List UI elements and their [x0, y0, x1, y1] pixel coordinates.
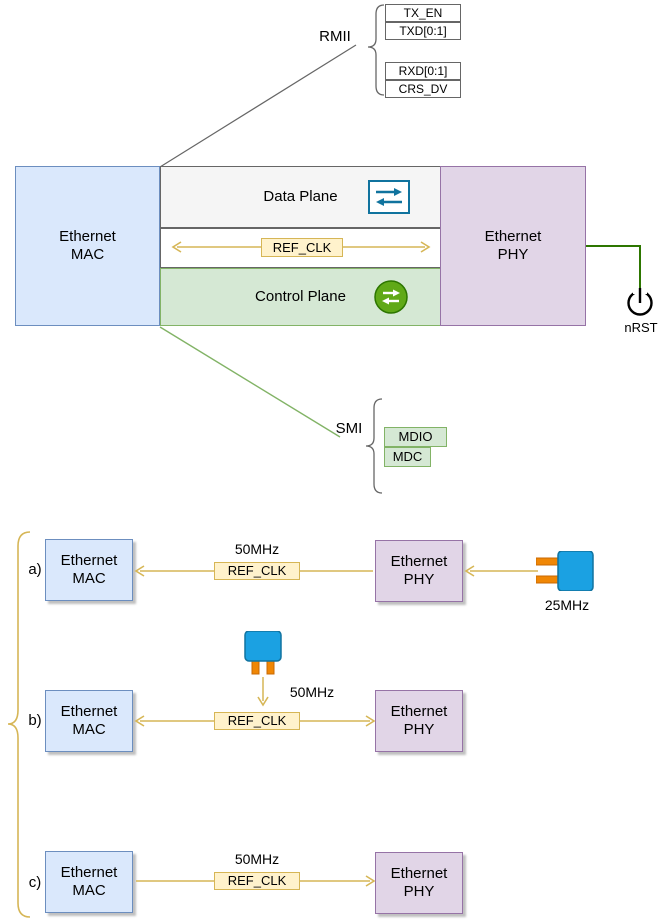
main-refclk-label: REF_CLK [261, 238, 343, 257]
scenario-c-freq-label: 50MHz [234, 851, 280, 868]
signal-box-txd: TXD[0:1] [385, 22, 461, 40]
rmii-label: RMII [319, 28, 351, 45]
power-reset-icon [627, 290, 653, 316]
smi-label: SMI [335, 420, 363, 437]
nrst-wire [586, 245, 641, 289]
scenario-c-refclk-label: REF_CLK [214, 872, 300, 890]
scenario-c-arrowhead-right [365, 875, 376, 887]
scenario-b-arrowhead-left [134, 715, 145, 727]
scenario-b-freq-label: 50MHz [289, 684, 335, 701]
scenario-b-crystal-arrowhead [257, 696, 269, 707]
crystal-oscillator-icon [536, 551, 594, 591]
scenario-a-phy-block: Ethernet PHY [375, 540, 463, 602]
ethernet-mac-block: Ethernet MAC [15, 166, 160, 326]
scenario-c-phy-block: Ethernet PHY [375, 852, 463, 914]
ethernet-mac-label: Ethernet MAC [59, 228, 116, 263]
signal-box-mdio: MDIO [384, 427, 447, 447]
scenario-a-mac-block: Ethernet MAC [45, 539, 133, 601]
scenario-b-key: b) [28, 712, 42, 729]
scenario-b-phy-block: Ethernet PHY [375, 690, 463, 752]
signal-box-crs-dv: CRS_DV [385, 80, 461, 98]
control-plane-label: Control Plane [255, 288, 346, 305]
rmii-connector-line [159, 44, 357, 168]
crystal-oscillator-icon [244, 631, 282, 675]
sync-swap-arrows-icon [374, 280, 408, 314]
scenario-a-crystal-freq-label: 25MHz [544, 597, 590, 614]
scenario-a-phy-label: Ethernet PHY [390, 553, 448, 588]
rmii-brace [367, 4, 385, 96]
ref-clk-lane [160, 228, 441, 268]
scenario-b-phy-label: Ethernet PHY [390, 703, 448, 738]
ethernet-phy-label: Ethernet PHY [484, 228, 542, 263]
scenario-b-mac-label: Ethernet MAC [60, 703, 118, 738]
data-plane-label: Data Plane [263, 188, 338, 205]
scenario-c-key: c) [28, 874, 42, 891]
scenario-b-arrowhead-right [365, 715, 376, 727]
scenario-c-phy-label: Ethernet PHY [390, 865, 448, 900]
ethernet-phy-block: Ethernet PHY [440, 166, 586, 326]
scenario-a-mac-label: Ethernet MAC [60, 552, 118, 587]
scenario-a-key: a) [28, 561, 42, 578]
scenario-a-arrowhead-left [134, 565, 145, 577]
signal-box-tx-en: TX_EN [385, 4, 461, 22]
scenario-a-freq-label: 50MHz [234, 541, 280, 558]
scenario-a-refclk-label: REF_CLK [214, 562, 300, 580]
smi-connector-line [159, 326, 341, 438]
scenario-c-mac-block: Ethernet MAC [45, 851, 133, 913]
bidirectional-arrows-icon [368, 180, 410, 214]
scenario-b-mac-block: Ethernet MAC [45, 690, 133, 752]
signal-box-rxd: RXD[0:1] [385, 62, 461, 80]
scenario-a-crystal-arrowhead [464, 565, 475, 577]
smi-brace [365, 398, 383, 494]
scenario-b-refclk-label: REF_CLK [214, 712, 300, 730]
signal-box-mdc: MDC [384, 447, 431, 467]
nrst-label: nRST [624, 320, 658, 336]
scenario-c-mac-label: Ethernet MAC [60, 864, 118, 899]
